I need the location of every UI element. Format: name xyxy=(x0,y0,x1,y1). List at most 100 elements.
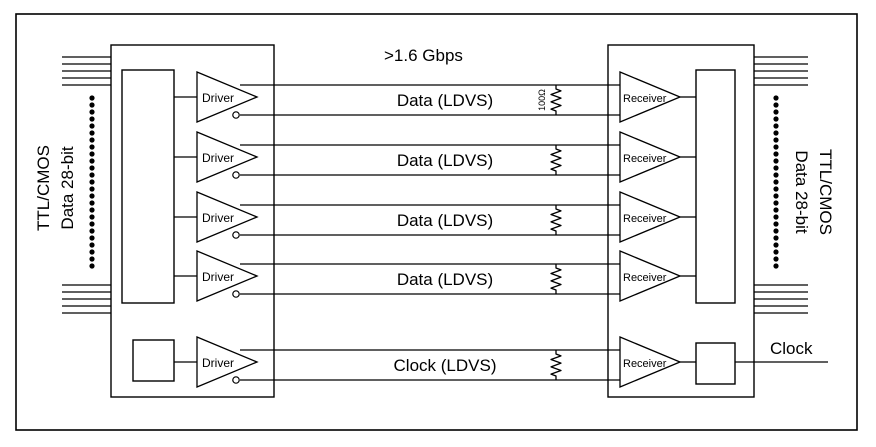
bus-dot xyxy=(89,186,95,192)
driver-symbol xyxy=(196,336,259,388)
bus-dot xyxy=(89,228,95,234)
bus-dot xyxy=(89,109,95,115)
receiver-label: Receiver xyxy=(623,93,667,105)
bus-dot xyxy=(773,249,779,255)
bus-dot xyxy=(89,200,95,206)
channel-label: Data (LDVS) xyxy=(397,270,493,289)
receiver-symbol xyxy=(619,191,682,243)
transmitter-clock-block xyxy=(132,339,175,382)
right-bus-lines-top xyxy=(754,56,808,86)
driver-symbol xyxy=(196,191,259,243)
bus-dot xyxy=(773,151,779,157)
right-bus-lines-bottom xyxy=(754,284,808,314)
bus-dot xyxy=(773,235,779,241)
termination-resistor xyxy=(550,145,562,175)
bus-dot xyxy=(89,130,95,136)
left-side-label-line-2: Data 28-bit xyxy=(58,146,77,229)
channel-label: Clock (LDVS) xyxy=(394,356,497,375)
left-side-label-line-1: TTL/CMOS xyxy=(34,145,53,231)
termination-resistor xyxy=(550,205,562,235)
bus-dot xyxy=(773,137,779,143)
driver-label: Driver xyxy=(202,151,234,165)
bus-dot xyxy=(773,95,779,101)
bus-dot xyxy=(89,144,95,150)
driver-inverting-bubble xyxy=(232,376,240,384)
bus-dot xyxy=(89,249,95,255)
bus-dot xyxy=(773,207,779,213)
left-bus-dots xyxy=(89,95,95,269)
left-side-label: TTL/CMOS Data 28-bit xyxy=(34,145,77,231)
bus-dot xyxy=(773,200,779,206)
bus-dot xyxy=(773,263,779,269)
receiver-deserializer-block xyxy=(695,69,736,304)
bus-dot xyxy=(89,242,95,248)
bus-dot xyxy=(773,221,779,227)
bus-dot xyxy=(773,116,779,122)
driver-label: Driver xyxy=(202,91,234,105)
receiver-symbol xyxy=(619,336,682,388)
bus-dot xyxy=(773,130,779,136)
bus-dot xyxy=(89,193,95,199)
bus-dot xyxy=(89,158,95,164)
termination-resistor xyxy=(550,85,562,115)
bus-dot xyxy=(89,263,95,269)
bus-dot xyxy=(89,214,95,220)
receiver-symbol xyxy=(619,71,682,123)
driver-label: Driver xyxy=(202,356,234,370)
bus-dot xyxy=(773,165,779,171)
bus-dot xyxy=(89,137,95,143)
termination-resistor xyxy=(550,264,562,294)
channel-5: Driver Clock (LDVS) Receiver xyxy=(174,336,696,388)
clock-output-label: Clock xyxy=(770,339,813,358)
left-bus-lines-top xyxy=(62,56,111,86)
bus-dot xyxy=(89,151,95,157)
bus-dot xyxy=(773,179,779,185)
bus-dot xyxy=(89,235,95,241)
bus-dot xyxy=(773,214,779,220)
bus-dot xyxy=(773,172,779,178)
transmitter-serializer-block xyxy=(121,69,175,304)
bus-dot xyxy=(773,186,779,192)
bus-dot xyxy=(89,116,95,122)
right-bus-dots xyxy=(773,95,779,269)
bus-dot xyxy=(773,242,779,248)
driver-inverting-bubble xyxy=(232,290,240,298)
driver-symbol xyxy=(196,250,259,302)
driver-symbol xyxy=(196,71,259,123)
channel-label: Data (LDVS) xyxy=(397,151,493,170)
driver-inverting-bubble xyxy=(232,231,240,239)
right-side-label: TTL/CMOS Data 28-bit xyxy=(792,149,835,235)
bus-dot xyxy=(89,95,95,101)
speed-label: >1.6 Gbps xyxy=(384,46,463,65)
bus-dot xyxy=(773,102,779,108)
channel-label: Data (LDVS) xyxy=(397,91,493,110)
receiver-label: Receiver xyxy=(623,272,667,284)
bus-dot xyxy=(89,221,95,227)
resistor-value-label: 100Ω xyxy=(537,89,547,111)
channel-1: Driver 100Ω Data (LDVS) Receiver xyxy=(174,71,696,123)
bus-dot xyxy=(89,102,95,108)
right-side-label-line-1: TTL/CMOS xyxy=(816,149,835,235)
channel-label: Data (LDVS) xyxy=(397,211,493,230)
bus-dot xyxy=(89,179,95,185)
bus-dot xyxy=(89,207,95,213)
driver-inverting-bubble xyxy=(232,171,240,179)
bus-dot xyxy=(89,256,95,262)
driver-label: Driver xyxy=(202,270,234,284)
driver-symbol xyxy=(196,131,259,183)
channel-4: Driver Data (LDVS) Receiver xyxy=(174,250,696,302)
bus-dot xyxy=(773,123,779,129)
bus-dot xyxy=(773,158,779,164)
bus-dot xyxy=(89,123,95,129)
receiver-symbol xyxy=(619,250,682,302)
receiver-label: Receiver xyxy=(623,358,667,370)
bus-dot xyxy=(773,193,779,199)
bus-dot xyxy=(773,228,779,234)
receiver-label: Receiver xyxy=(623,213,667,225)
left-bus-lines-bottom xyxy=(62,284,111,314)
bus-dot xyxy=(773,109,779,115)
bus-dot xyxy=(773,256,779,262)
driver-inverting-bubble xyxy=(232,111,240,119)
termination-resistor xyxy=(550,350,562,380)
